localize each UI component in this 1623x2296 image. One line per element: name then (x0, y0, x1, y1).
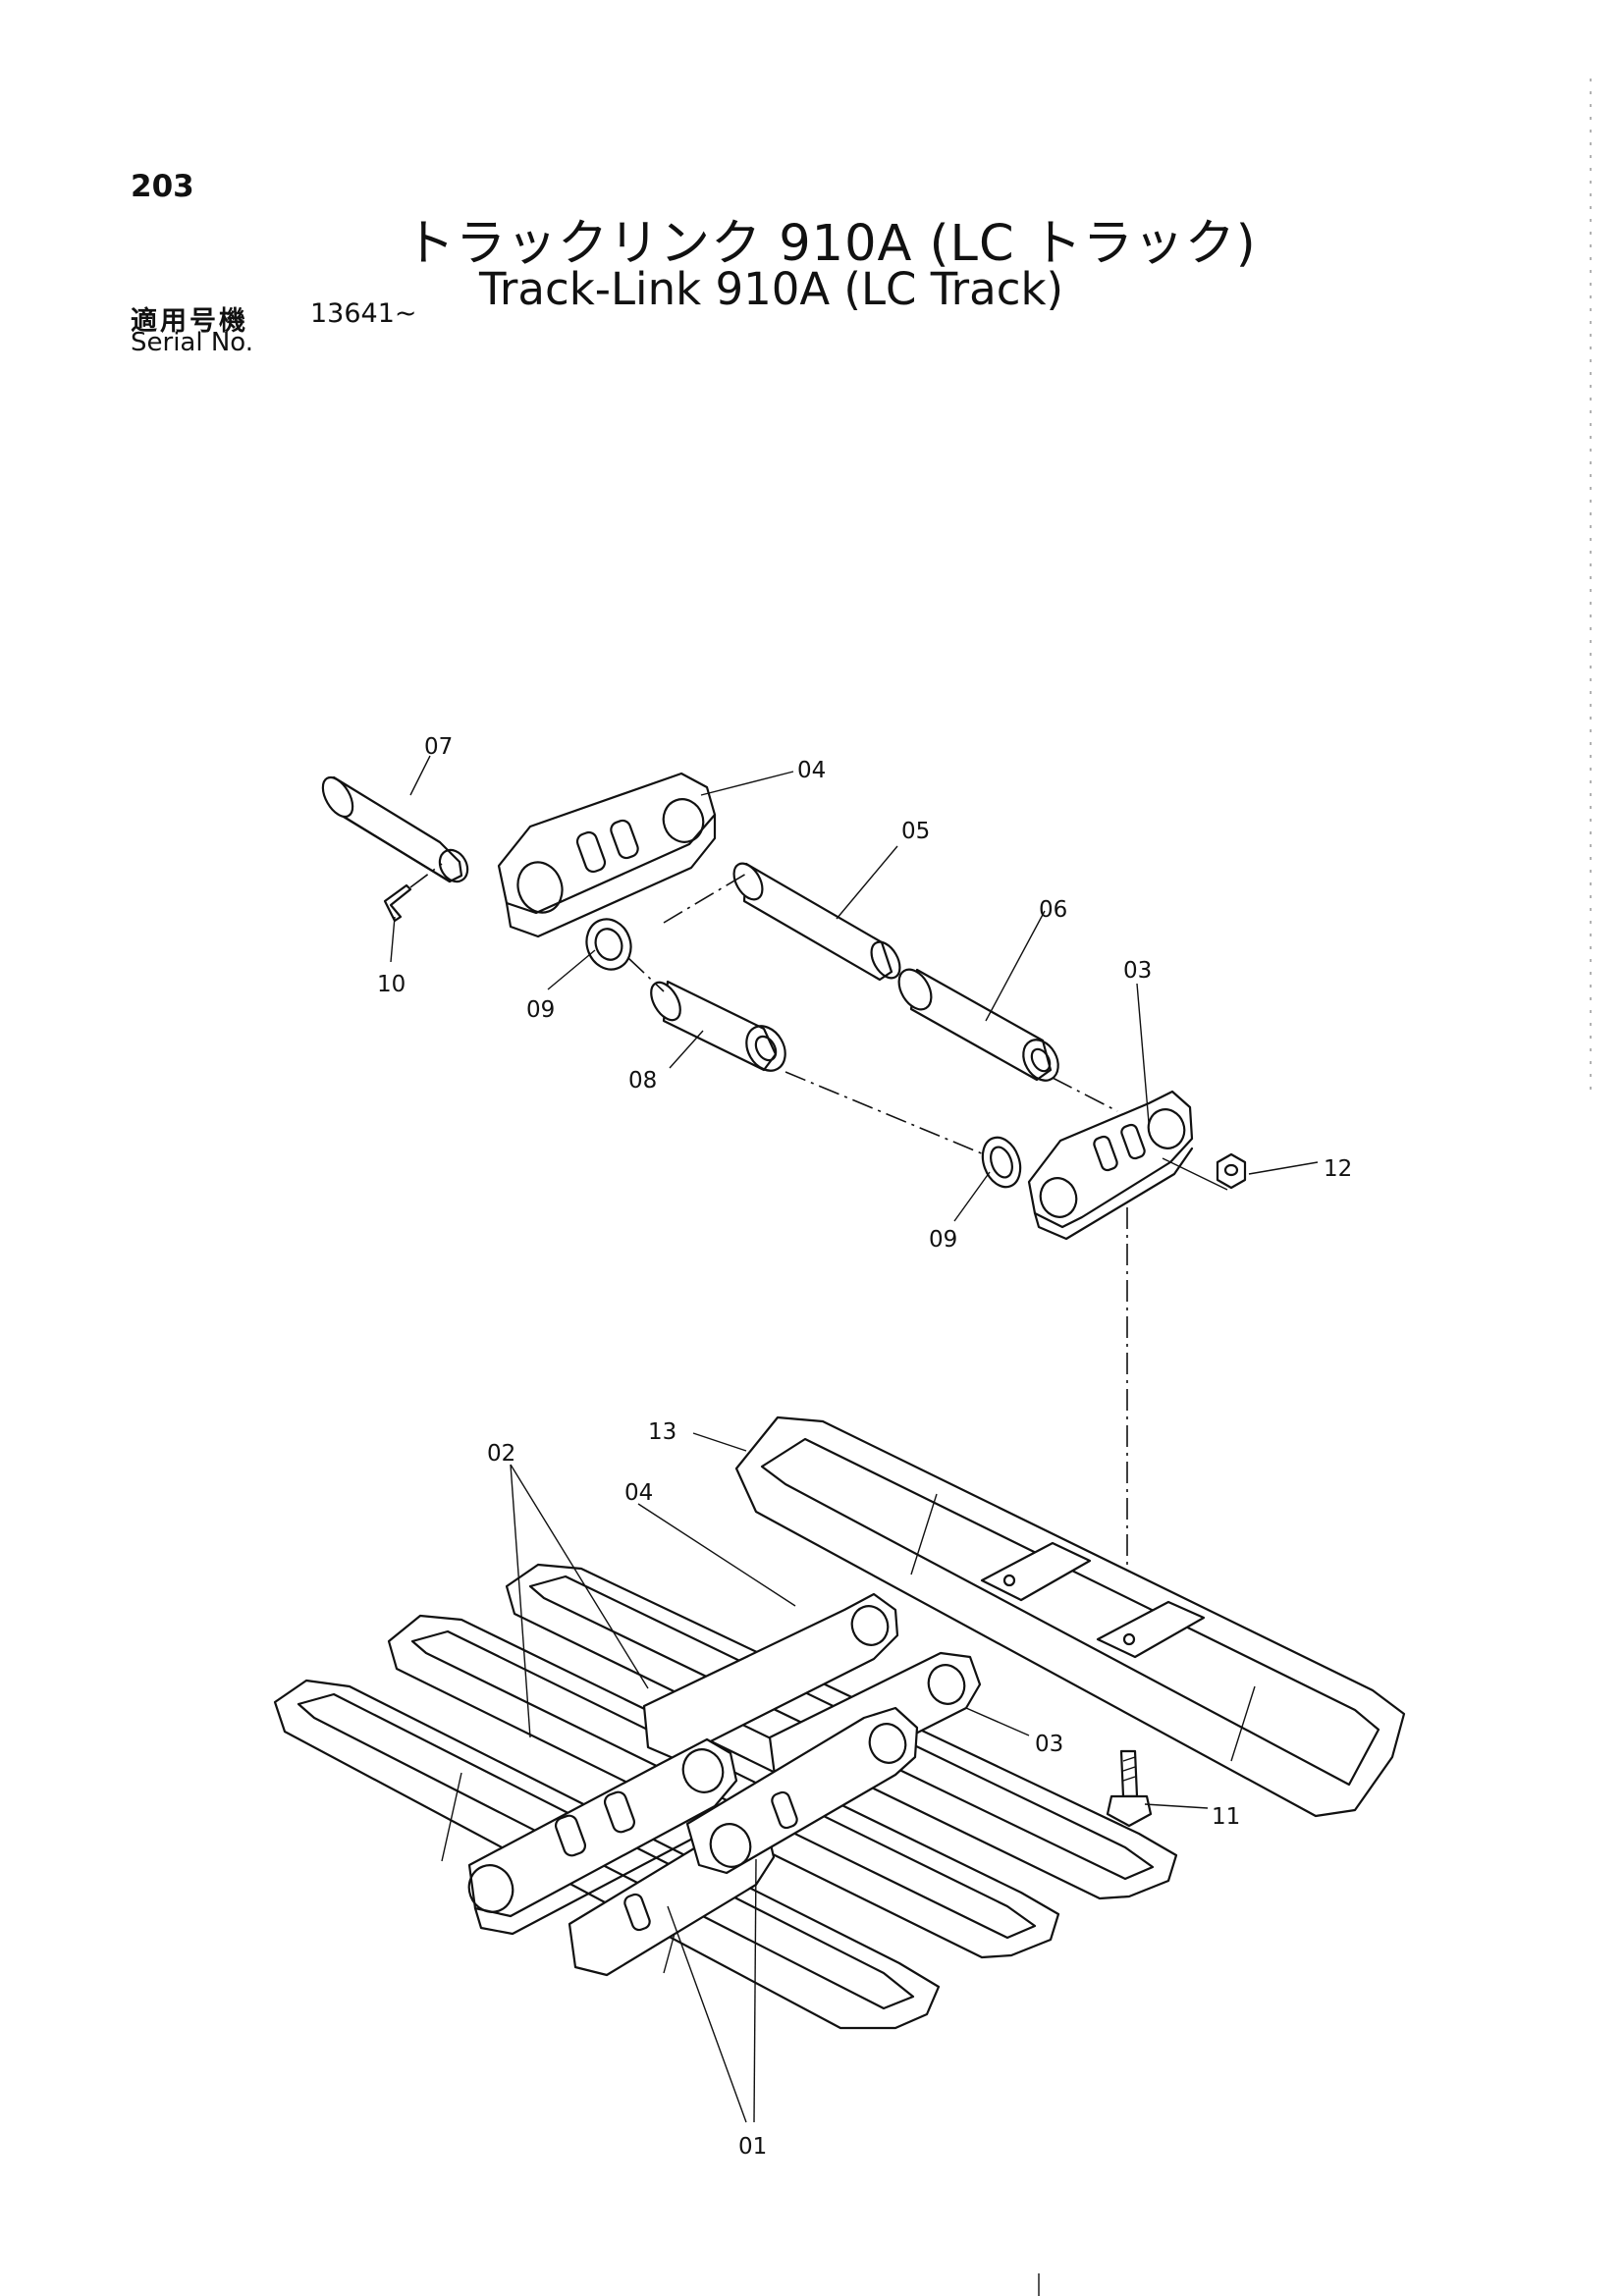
nut-guide-line (1162, 1157, 1228, 1191)
callout-leaders (390, 755, 1319, 2123)
leader-dash-10 (409, 863, 443, 888)
assembled-link-chain-middle (568, 1706, 919, 1977)
callout-11: 11 (1212, 1804, 1240, 1830)
part-07-track-pin (321, 775, 469, 883)
part-08-bushing (650, 980, 786, 1072)
callout-06: 06 (1039, 897, 1067, 923)
serial-label-english: Serial No. (131, 328, 253, 357)
part-04-track-link-upper (497, 772, 717, 938)
callout-01: 01 (738, 2134, 767, 2160)
callout-09-upper: 09 (526, 997, 555, 1023)
part-05-pin (732, 862, 901, 982)
page-number: 203 (131, 169, 194, 204)
title-japanese: トラックリンク 910A (LC トラック) (405, 215, 1257, 273)
serial-range: 13641~ (310, 298, 417, 329)
centerline-1 (663, 873, 747, 924)
callout-13: 13 (648, 1419, 676, 1445)
part-13-track-shoe (734, 1415, 1406, 1818)
callout-05: 05 (901, 819, 930, 844)
part-03-track-link-upper (1027, 1090, 1194, 1241)
callout-10: 10 (377, 972, 406, 997)
callout-03-upper: 03 (1123, 958, 1152, 984)
centerline-3 (784, 1071, 985, 1155)
serial-label-japanese: 適用号機 (131, 306, 248, 337)
callout-08: 08 (628, 1068, 657, 1094)
centerline-2 (627, 957, 665, 992)
callout-04-lower: 04 (624, 1480, 653, 1506)
part-09-seal-upper (585, 918, 632, 971)
part-06-bushing (897, 968, 1059, 1082)
callout-04-upper: 04 (797, 758, 826, 783)
callout-02: 02 (487, 1441, 515, 1467)
callout-03-lower: 03 (1035, 1732, 1063, 1757)
callout-09-lower: 09 (929, 1227, 957, 1253)
callout-12: 12 (1324, 1156, 1352, 1182)
part-12-nut (1216, 1152, 1247, 1190)
part-11-shoe-bolt (1106, 1749, 1153, 1828)
title-english: Track-Link 910A (LC Track) (479, 263, 1064, 315)
callout-07: 07 (424, 734, 453, 760)
part-10-lock-pin (383, 883, 412, 923)
part-09-seal-lower (981, 1136, 1022, 1189)
centerline-4 (1052, 1077, 1118, 1112)
